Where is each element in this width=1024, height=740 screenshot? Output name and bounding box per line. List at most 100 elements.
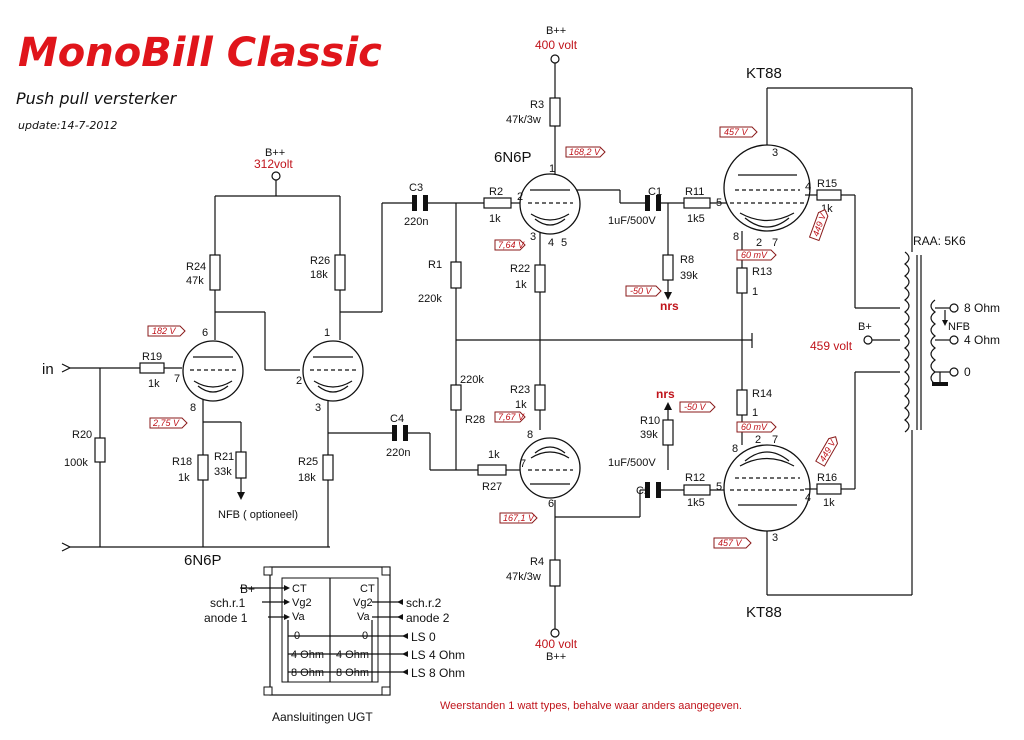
svg-text:60 mV: 60 mV [741,422,768,432]
output-8ohm-terminal [949,303,959,313]
nrs-bottom: nrs [656,387,675,401]
second-pin-3: 3 [315,402,321,414]
ugt-in-right-ct: CT [360,583,375,595]
voltage-tag-275: 2,75 V [149,417,188,429]
driver-pin-8: 8 [190,402,196,414]
svg-text:457 V: 457 V [718,538,743,548]
r8-name: R8 [680,254,694,266]
ohm4-label: 4 Ohm [964,333,1000,347]
phase-bot-pin-6: 6 [548,498,554,510]
phase-bot-pin-8: 8 [527,429,533,441]
resistor-r3 [549,97,561,127]
svg-text:167,1 V: 167,1 V [503,513,535,523]
resistor-r22 [534,264,546,293]
resistor-r28 [450,384,462,411]
nfb-tap-arrow-icon [942,320,948,326]
r21-value: 33k [214,466,232,478]
kt-bot-pin-8: 8 [732,443,738,455]
ugt-right-schr2: sch.r.2 [406,596,442,610]
voltage-tag-60mv-bottom: 60 mV [736,421,777,433]
r3-value: 47k/3w [506,114,541,126]
r23-value: 1k [515,399,527,411]
r13-value: 1 [752,286,758,298]
r12-value: 1k5 [687,497,705,509]
tube-kt88-bottom [723,444,811,532]
resistor-r25 [322,454,334,481]
phase-top-pin-4: 4 [548,237,554,249]
r21-name: R21 [214,451,234,463]
ohm0-label: 0 [964,365,971,379]
phase-top-pin-5: 5 [561,237,567,249]
r19-value: 1k [148,378,160,390]
capacitor-c2 [645,482,661,498]
c3-name: C3 [409,182,423,194]
resistor-r11 [683,197,711,209]
r2-name: R2 [489,186,503,198]
kt-top-pin-3: 3 [772,147,778,159]
voltage-tag-182: 182 V [147,325,186,337]
tube-label-kt88-bottom: KT88 [746,604,782,621]
r4-name: R4 [530,556,544,568]
voltage-tag-m50-bottom: -50 V [679,401,716,413]
voltage-tag-1671: 167,1 V [499,512,538,524]
second-pin-2: 2 [296,375,302,387]
r3-name: R3 [530,99,544,111]
supply-terminal-459 [863,335,873,345]
kt-bot-pin-7: 7 [772,434,778,446]
r16-value: 1k [823,497,835,509]
r19-name: R19 [142,351,162,363]
output-4ohm-terminal [949,335,959,345]
voltage-tag-767: 7,67 V [494,411,526,423]
supply-terminal-400-bottom [550,628,560,638]
voltage-tag-457-top: 457 V [719,126,758,138]
ugt-in-right-0: 0 [362,630,368,642]
voltage-tag-764: 7,64 V [494,239,526,251]
resistor-r20 [94,437,106,463]
raa-label: RAA: 5K6 [913,234,966,248]
kt-top-pin-5: 5 [716,197,722,209]
ugt-in-right-vg2: Vg2 [353,597,373,609]
r26-name: R26 [310,255,330,267]
resistor-r2 [483,197,512,209]
resistor-r15 [816,189,842,201]
kt-top-pin-2: 2 [756,237,762,249]
ugt-in-left-ct: CT [292,583,307,595]
svg-text:7,67 V: 7,67 V [498,412,525,422]
resistor-r24 [209,254,221,291]
svg-text:60 mV: 60 mV [741,250,768,260]
supply-terminal-400-top [550,54,560,64]
subtitle: Push pull versterker [16,89,178,108]
resistor-note: Weerstanden 1 watt types, behalve waar a… [440,700,742,712]
supply-terminal-312 [271,171,281,181]
supply-400v-top: 400 volt [535,38,578,52]
r11-value: 1k5 [687,213,705,225]
ugt-in-right-8ohm: 8 Ohm [336,667,369,679]
nfb-optional: NFB ( optioneel) [218,509,298,521]
nfb-arrow-icon [237,492,245,500]
r13-name: R13 [752,266,772,278]
ugt-left-bplus: B+ [240,582,255,596]
r23-name: R23 [510,384,530,396]
r26-value: 18k [310,269,328,281]
tube-label-kt88-top: KT88 [746,65,782,82]
r27-name: R27 [482,481,502,493]
resistor-r18 [197,454,209,481]
input-terminal [61,363,72,373]
svg-text:7,64 V: 7,64 V [498,240,525,250]
svg-text:-50 V: -50 V [684,402,707,412]
nrs-bottom-arrow-icon [664,402,672,410]
ugt-in-left-va: Va [292,611,306,623]
second-pin-1: 1 [324,327,330,339]
r28-name: R28 [465,414,485,426]
input-label: in [42,361,54,378]
svg-text:-50 V: -50 V [630,286,653,296]
r12-name: R12 [685,472,705,484]
ugt-connection-block [240,566,408,696]
ugt-in-left-0: 0 [294,630,300,642]
r20-value: 100k [64,457,88,469]
kt-top-pin-7: 7 [772,237,778,249]
r24-value: 47k [186,275,204,287]
r27-value: 1k [488,449,500,461]
phase-top-pin-1: 1 [549,163,555,175]
